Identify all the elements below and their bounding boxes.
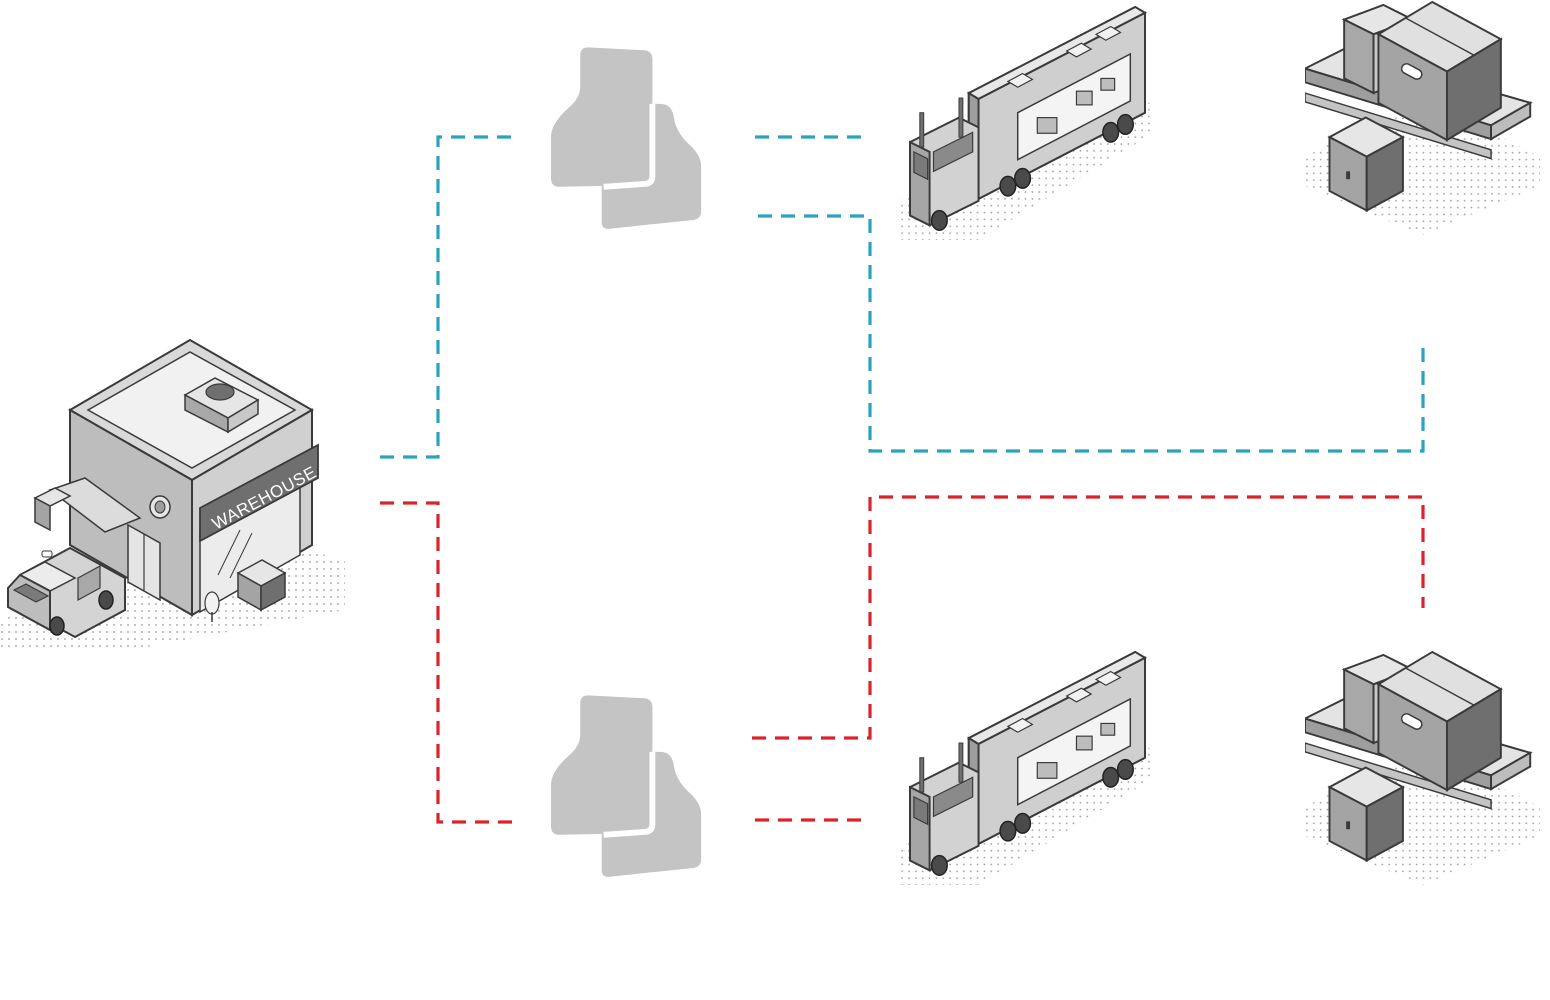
warehouse-icon: WAREHOUSE: [0, 338, 345, 650]
red-route-doc-to-boxes: [752, 495, 1425, 740]
blue-route-warehouse-to-doc: [380, 135, 520, 459]
red-route-warehouse-to-doc: [380, 501, 520, 824]
semi-truck-icon-top: [900, 5, 1155, 240]
pallet-boxes-icon-bottom: [1305, 650, 1540, 885]
semi-truck-icon-bottom: [900, 650, 1155, 885]
blue-route-doc-to-boxes: [758, 214, 1425, 453]
document-stack-icon-top: [551, 47, 701, 228]
pallet-boxes-icon-top: [1305, 0, 1540, 235]
document-stack-icon-bottom: [551, 695, 701, 876]
red-route-lines: [380, 495, 1425, 824]
blue-route-lines: [380, 135, 1425, 459]
